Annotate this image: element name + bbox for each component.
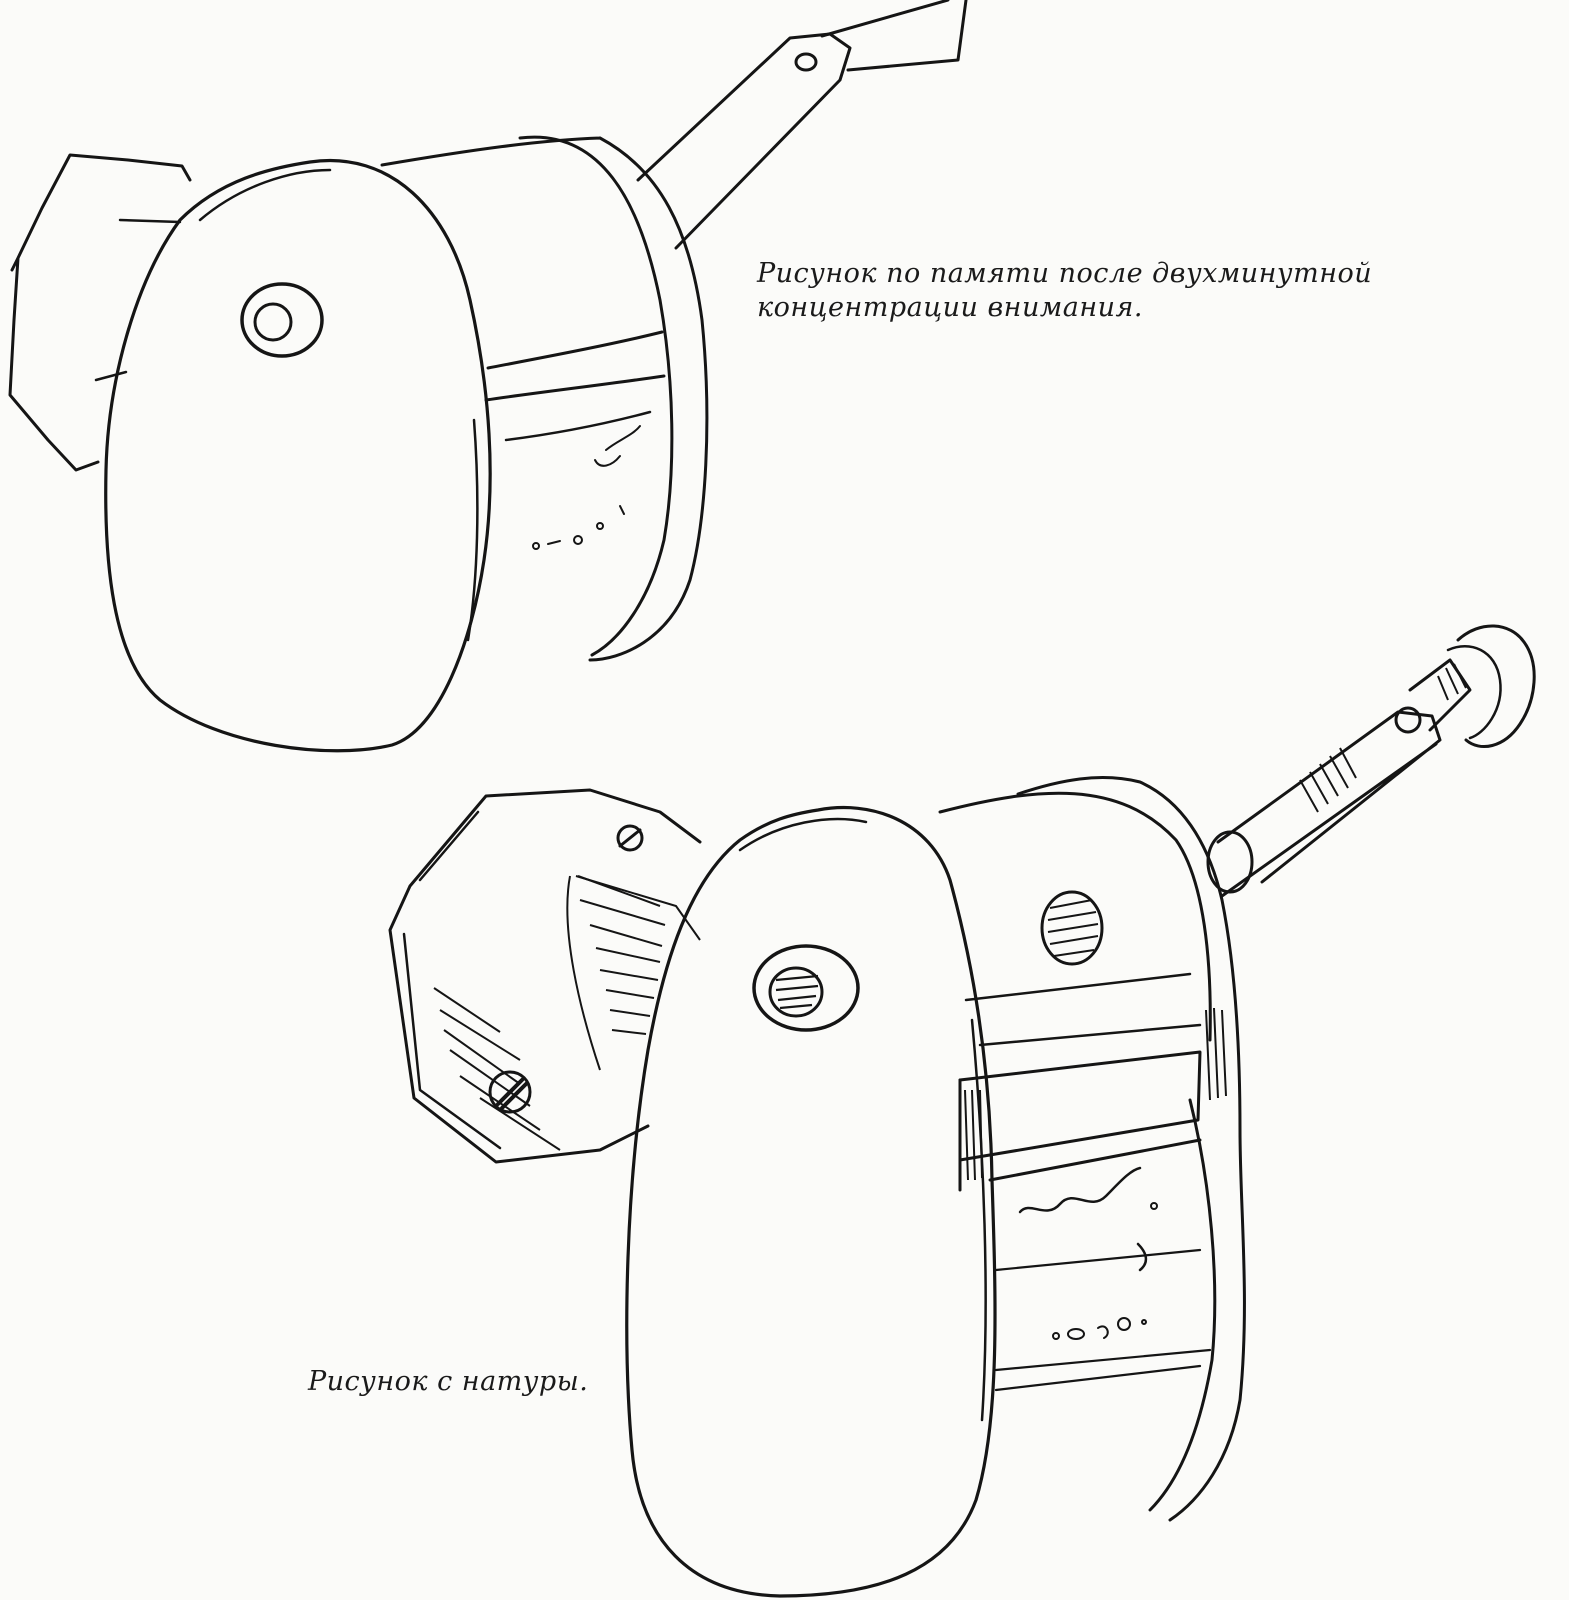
life-plate [388,788,702,1164]
caption-memory-drawing: Рисунок по памяти после двухминутной кон… [757,257,1397,325]
memory-drum [380,136,709,662]
sharpener-from-life [388,624,1536,1598]
life-knob [752,944,860,1032]
sharpener-from-memory [8,0,968,753]
screw-icon [616,824,644,852]
memory-knob [240,282,324,358]
life-face [625,805,997,1598]
life-drum [1016,776,1246,1522]
caption-memory-line-1: Рисунок по памяти после двухминутной [757,258,1373,289]
life-band [958,1050,1202,1162]
screw-icon [488,1070,532,1114]
memory-bracket [8,153,192,472]
life-crank [1216,710,1442,898]
memory-crank [636,32,852,250]
life-handle-knob [1456,624,1536,749]
caption-life-drawing: Рисунок с натуры. [308,1366,589,1397]
life-side-hole [1040,890,1104,966]
caption-memory-line-2: концентрации внимания. [757,291,1143,323]
memory-face [104,159,492,753]
